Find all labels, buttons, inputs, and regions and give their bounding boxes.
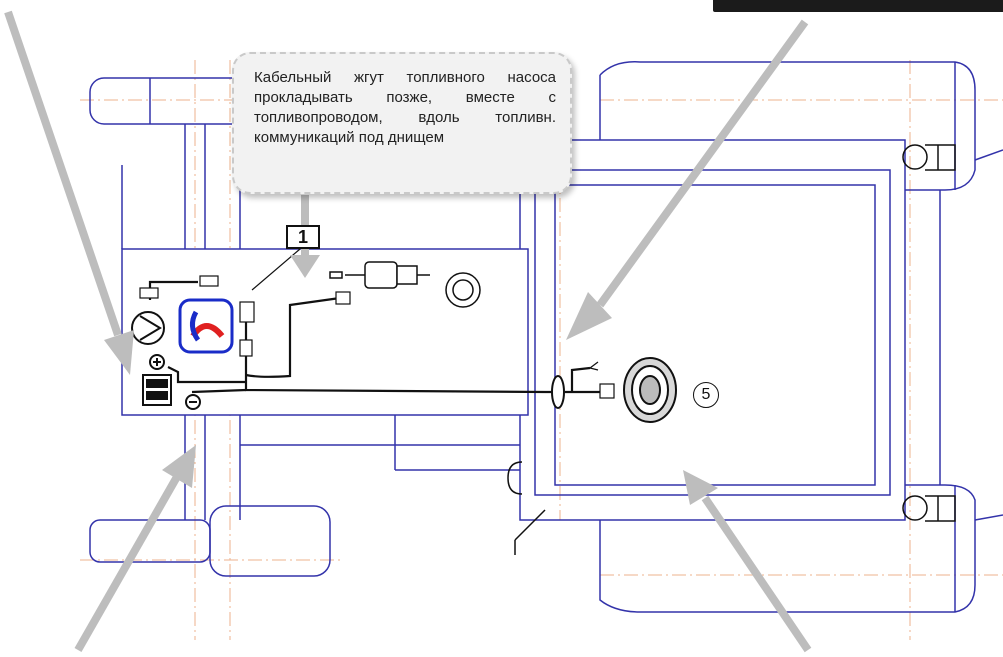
wire-stub [589,361,599,371]
connector-icon [139,275,615,399]
hinge-bottom [902,495,956,522]
callout-note: Кабельный жгут топливного насоса проклад… [232,52,572,194]
grommet [551,375,565,409]
pointer-arrows [4,10,812,653]
fuel-pump-icon [329,261,430,289]
water-pump-icon [131,311,165,345]
battery-icon [142,354,201,410]
part-label-1: 1 [286,225,320,249]
hinge-top [902,144,956,171]
centerlines [80,60,1003,640]
heater-icon [178,298,234,354]
door-handle [507,461,546,555]
control-unit-icon [623,357,677,423]
callout-text: Кабельный жгут топливного насоса проклад… [254,69,556,146]
exhaust-icon [445,272,481,308]
photo-thumbnail [713,0,1003,12]
circled-label-5: 5 [693,382,719,408]
